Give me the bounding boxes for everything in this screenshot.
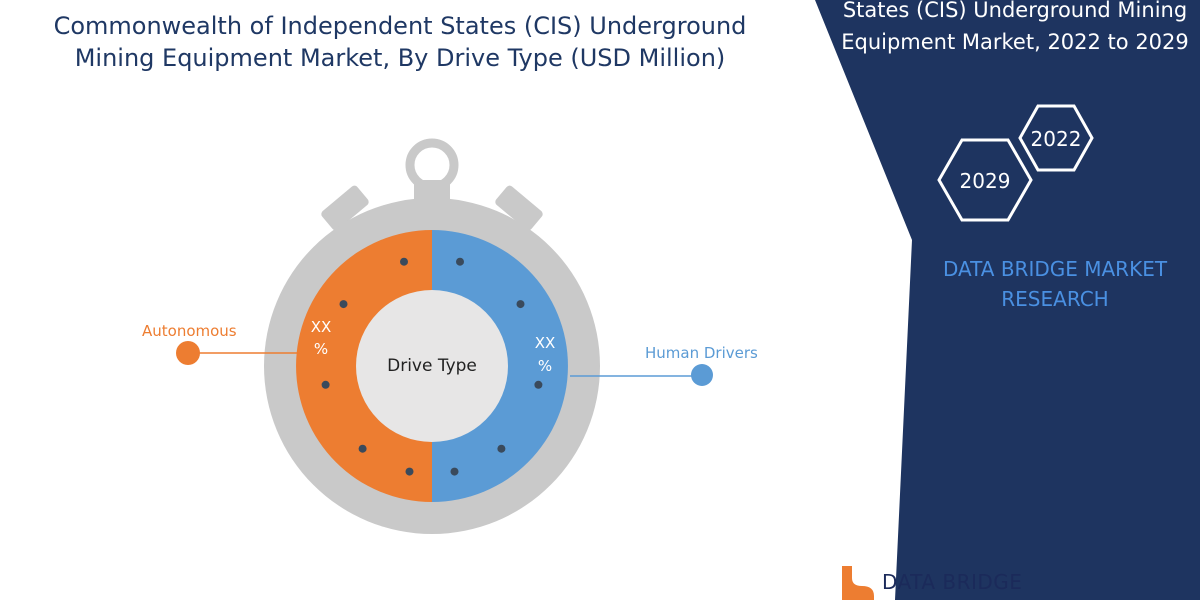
tick-dots bbox=[321, 257, 543, 476]
hexagon-2029: 2029 bbox=[937, 138, 1033, 222]
autonomous-pct-line1: XX bbox=[311, 318, 332, 336]
brand-line2: RESEARCH bbox=[1001, 287, 1109, 311]
human-pct-line1: XX bbox=[535, 334, 556, 352]
chart-title-line1: Commonwealth of Independent States (CIS)… bbox=[53, 12, 747, 40]
stopwatch-left-button bbox=[321, 185, 369, 231]
tick-dot bbox=[497, 444, 506, 453]
center-label: Drive Type bbox=[387, 356, 477, 376]
year-end-label: 2029 bbox=[960, 169, 1011, 193]
brand-name: DATA BRIDGE MARKET RESEARCH bbox=[920, 254, 1190, 314]
autonomous-pct-line2: % bbox=[314, 340, 328, 358]
hexagon-2022: 2022 bbox=[1018, 104, 1094, 172]
chart-title: Commonwealth of Independent States (CIS)… bbox=[20, 10, 780, 74]
tick-dot bbox=[339, 300, 348, 309]
autonomous-marker bbox=[176, 341, 200, 365]
chart-title-line2: Mining Equipment Market, By Drive Type (… bbox=[74, 44, 726, 72]
year-start-label: 2022 bbox=[1031, 127, 1082, 151]
side-panel bbox=[815, 0, 1200, 600]
human-marker bbox=[691, 364, 713, 386]
stopwatch-right-button bbox=[495, 185, 543, 231]
autonomous-legend-label: Autonomous bbox=[142, 322, 237, 340]
center-disc bbox=[356, 290, 508, 442]
side-title-line2: Equipment Market, 2022 to 2029 bbox=[841, 30, 1189, 54]
tick-dot bbox=[405, 467, 414, 476]
side-title: States (CIS) Underground Mining Equipmen… bbox=[830, 0, 1200, 58]
tick-dot bbox=[400, 257, 408, 266]
human-pct-line2: % bbox=[538, 357, 552, 375]
tick-dot bbox=[450, 467, 459, 476]
human-legend-label: Human Drivers bbox=[645, 344, 758, 362]
tick-dot bbox=[456, 257, 464, 266]
side-title-line1: States (CIS) Underground Mining bbox=[842, 0, 1188, 22]
logo-text: DATA BRIDGE bbox=[882, 570, 1023, 594]
brand-line1: DATA BRIDGE MARKET bbox=[942, 257, 1168, 281]
tick-dot bbox=[516, 300, 525, 309]
tick-dot bbox=[534, 380, 543, 389]
tick-dot bbox=[358, 444, 367, 453]
tick-dot bbox=[321, 380, 330, 389]
logo-icon bbox=[842, 566, 874, 600]
